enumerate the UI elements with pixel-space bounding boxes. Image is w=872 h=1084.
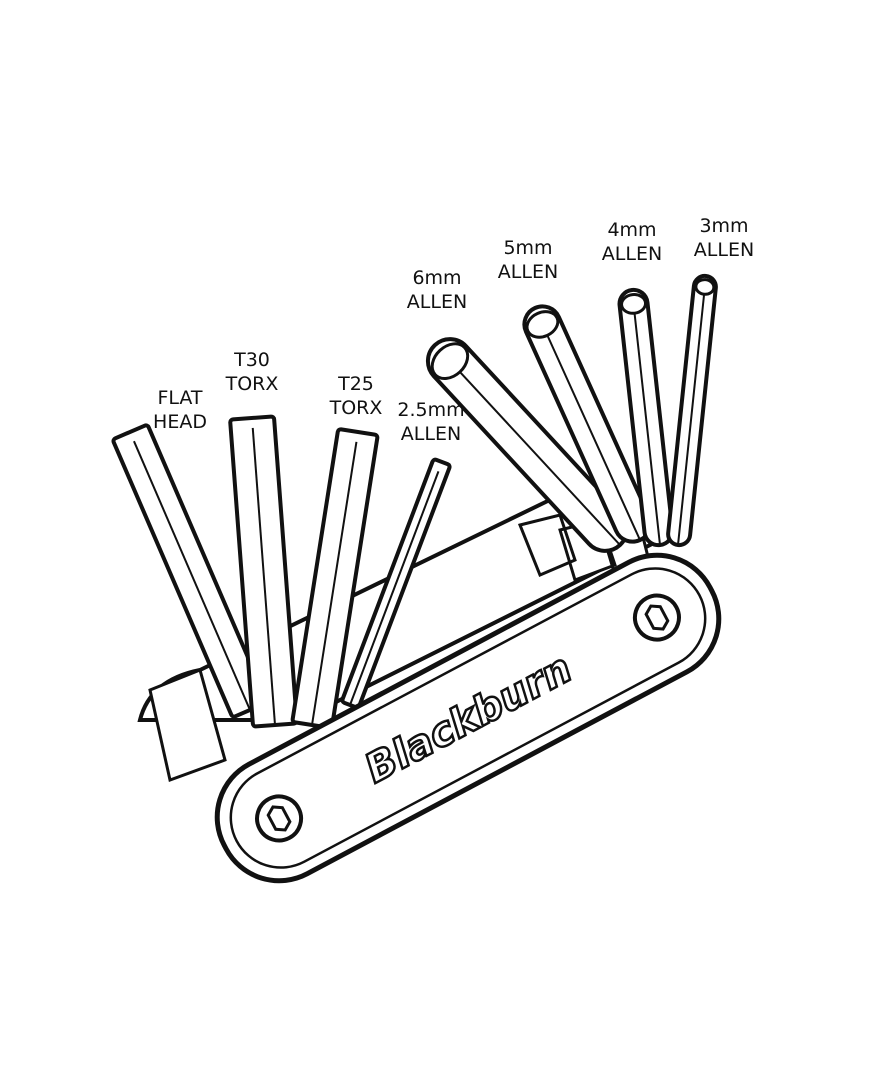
label-line: HEAD: [153, 411, 207, 433]
label-line: TORX: [329, 397, 383, 419]
tool-t30-torx: [228, 414, 299, 729]
tool-5mm-allen: [522, 304, 653, 544]
label-line: 5mm: [503, 237, 553, 259]
label-line: TORX: [225, 373, 279, 395]
tool-6mm-allen: [425, 337, 630, 553]
label-line: 3mm: [699, 215, 749, 237]
tool-3mm-allen: [666, 273, 718, 548]
label-line: 6mm: [412, 267, 462, 289]
label-line: T30: [234, 349, 270, 371]
tool-t25-torx: [290, 427, 380, 730]
label-line: ALLEN: [400, 423, 462, 445]
label-line: 2.5mm: [397, 399, 465, 421]
label-line: ALLEN: [497, 261, 559, 283]
right-bolt-hex-icon: [644, 604, 670, 631]
tool-bits: [111, 273, 718, 730]
left-bolt-hex-icon: [266, 805, 292, 832]
left-bolt: [255, 794, 304, 843]
right-bolt: [632, 593, 681, 642]
label-line: ALLEN: [693, 239, 755, 261]
side-plate-bevel: [229, 567, 707, 869]
label-line: ALLEN: [601, 243, 663, 265]
label-line: T25: [338, 373, 374, 395]
label-line: 4mm: [607, 219, 657, 241]
tool-2-5mm-allen: [340, 457, 452, 710]
label-line: FLAT: [157, 387, 203, 409]
tool-4mm-allen: [617, 287, 675, 548]
side-plate: [214, 552, 722, 884]
label-line: ALLEN: [406, 291, 468, 313]
